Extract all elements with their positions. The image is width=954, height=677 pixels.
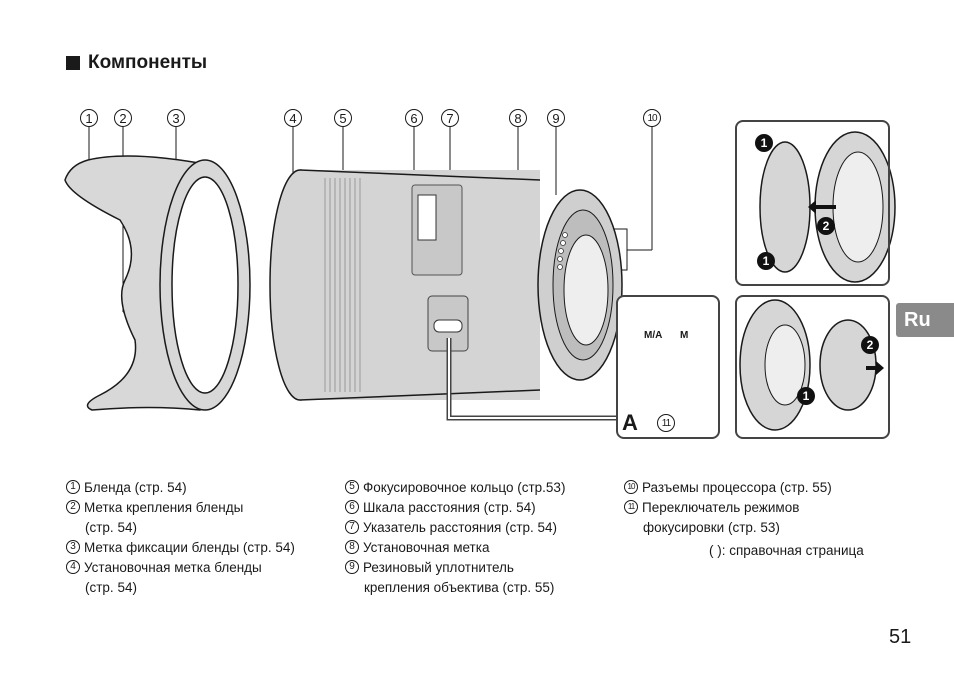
callout-5: 5 — [334, 109, 352, 127]
callout-9: 9 — [547, 109, 565, 127]
step-marker-1-top: 1 — [755, 134, 773, 152]
callout-4: 4 — [284, 109, 302, 127]
step-marker-2-front: 2 — [817, 217, 835, 235]
callout-11: 11 — [657, 414, 675, 432]
language-tab: Ru — [896, 303, 954, 337]
inset-a-label: A — [622, 410, 638, 435]
step-marker-2-rear: 2 — [861, 336, 879, 354]
inset-a-focus-switch — [616, 295, 720, 439]
callout-7: 7 — [441, 109, 459, 127]
page-number: 51 — [889, 626, 912, 648]
callout-2: 2 — [114, 109, 132, 127]
section-title-text: Компоненты — [88, 52, 208, 73]
section-title: Компоненты — [66, 52, 207, 74]
square-bullet-icon — [66, 56, 80, 70]
callout-1: 1 — [80, 109, 98, 127]
switch-label-m: M — [680, 330, 689, 341]
callout-3: 3 — [167, 109, 185, 127]
inset-rear-cap — [735, 295, 890, 439]
inset-front-cap — [735, 120, 890, 286]
switch-label-ma: M/A — [644, 330, 663, 341]
callout-10: 10 — [643, 109, 661, 127]
reference-note: ( ): справочная страница — [709, 543, 864, 558]
step-marker-1-rear: 1 — [797, 387, 815, 405]
step-marker-1-bottom: 1 — [757, 252, 775, 270]
callout-8: 8 — [509, 109, 527, 127]
callout-6: 6 — [405, 109, 423, 127]
